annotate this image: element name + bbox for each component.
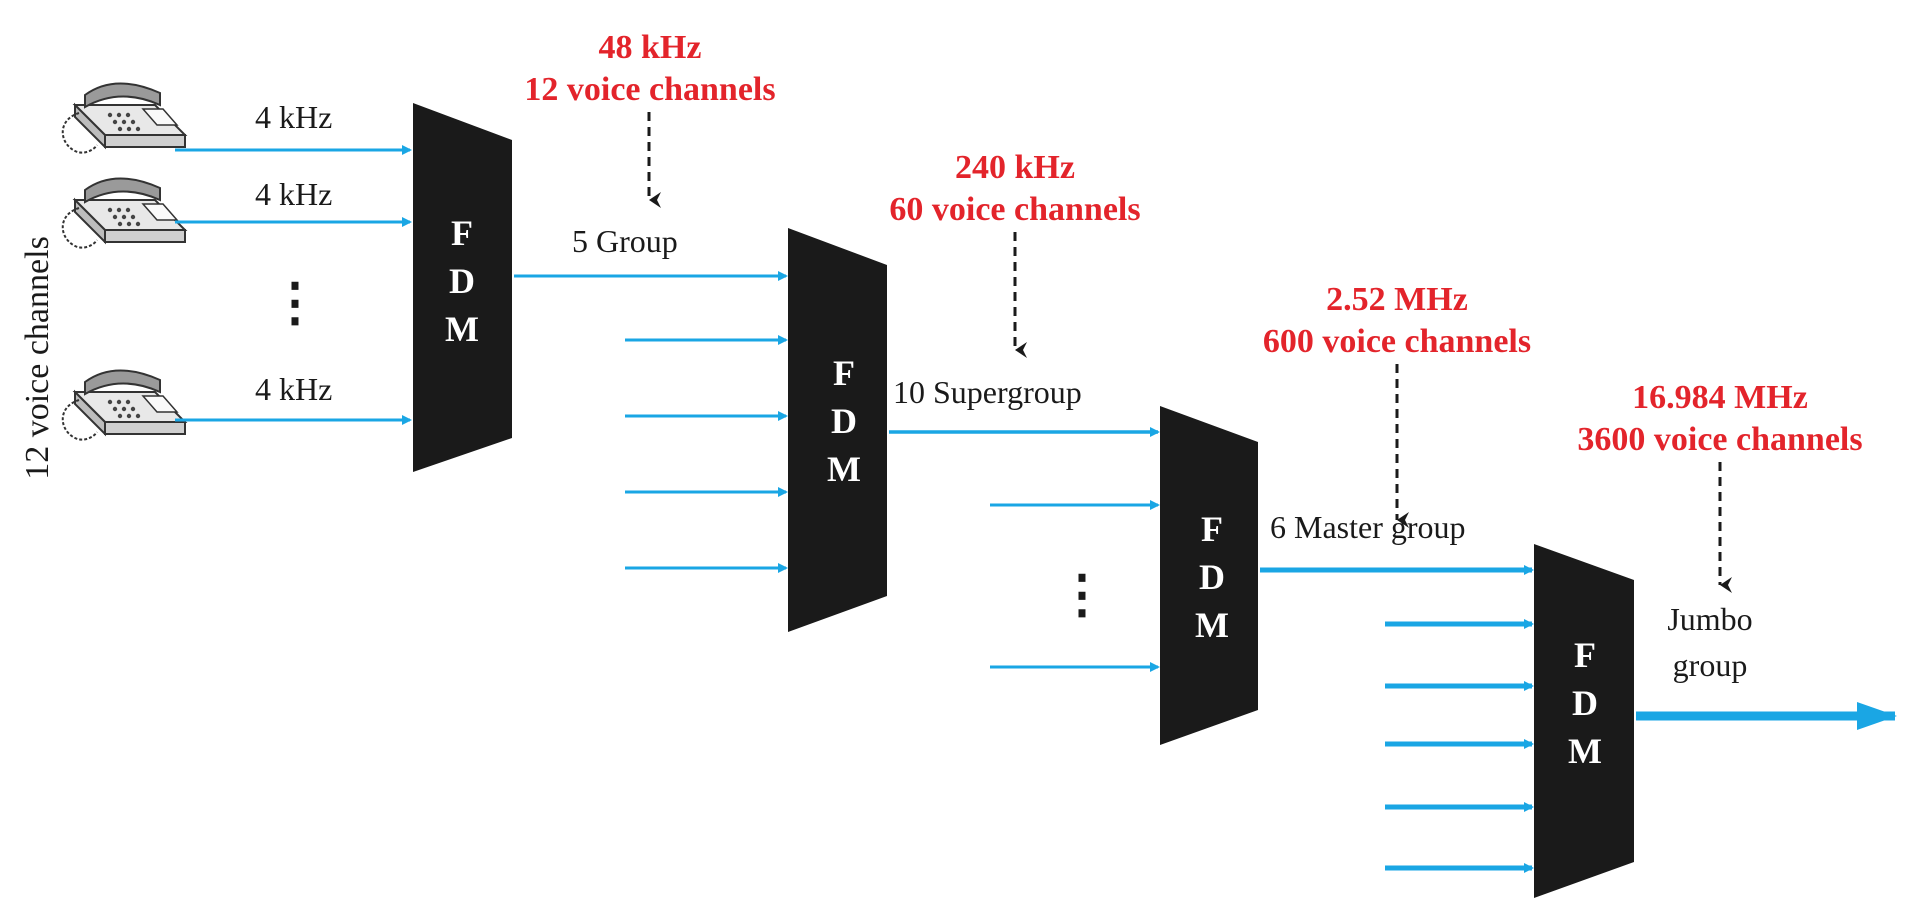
stage-4-rate: 16.984 MHz bbox=[1632, 379, 1808, 416]
fdm-block-4: F D M bbox=[1534, 544, 1634, 898]
fdm-letter-d: D bbox=[1572, 683, 1598, 723]
stage-2-output-label: 10 Supergroup bbox=[893, 374, 1082, 410]
stage-1-rate: 48 kHz bbox=[599, 29, 702, 66]
fdm-block-2: F D M bbox=[788, 228, 887, 632]
fdm-letter-d: D bbox=[1199, 557, 1225, 597]
input-label-1: 4 kHz bbox=[255, 99, 332, 135]
fdm-block-3: F D M bbox=[1160, 406, 1258, 745]
fdm-letter-f: F bbox=[833, 353, 855, 393]
telephone-icon bbox=[61, 369, 186, 441]
fdm-letter-m: M bbox=[1195, 605, 1229, 645]
stage-4-channels: 3600 voice channels bbox=[1577, 421, 1862, 458]
fdm-block-1: F D M bbox=[413, 103, 512, 472]
stage-2-rate: 240 kHz bbox=[955, 149, 1075, 186]
fdm-letter-m: M bbox=[827, 449, 861, 489]
stage-1-channels: 12 voice channels bbox=[524, 71, 775, 108]
side-label: 12 voice channels bbox=[19, 236, 56, 480]
telephone-icon bbox=[61, 82, 186, 154]
fdm-letter-m: M bbox=[445, 309, 479, 349]
stage-1-output-label: 5 Group bbox=[572, 223, 678, 259]
stage-4-output-label-line1: Jumbo bbox=[1667, 601, 1752, 637]
ellipsis-2: ⋮ bbox=[1056, 567, 1108, 624]
fdm-letter-f: F bbox=[1574, 635, 1596, 675]
stage-2-channels: 60 voice channels bbox=[889, 191, 1140, 228]
input-label-3: 4 kHz bbox=[255, 371, 332, 407]
stage-3-output-label: 6 Master group bbox=[1270, 509, 1466, 545]
fdm-letter-d: D bbox=[831, 401, 857, 441]
stage-3-channels: 600 voice channels bbox=[1263, 323, 1531, 360]
stage-4-output-label-line2: group bbox=[1673, 647, 1748, 683]
fdm-letter-d: D bbox=[449, 261, 475, 301]
input-label-2: 4 kHz bbox=[255, 176, 332, 212]
telephone-icon bbox=[61, 177, 186, 249]
fdm-letter-f: F bbox=[1201, 509, 1223, 549]
stage-3-rate: 2.52 MHz bbox=[1326, 281, 1468, 318]
fdm-letter-f: F bbox=[451, 213, 473, 253]
ellipsis-1: ⋮ bbox=[269, 275, 321, 332]
fdm-letter-m: M bbox=[1568, 731, 1602, 771]
